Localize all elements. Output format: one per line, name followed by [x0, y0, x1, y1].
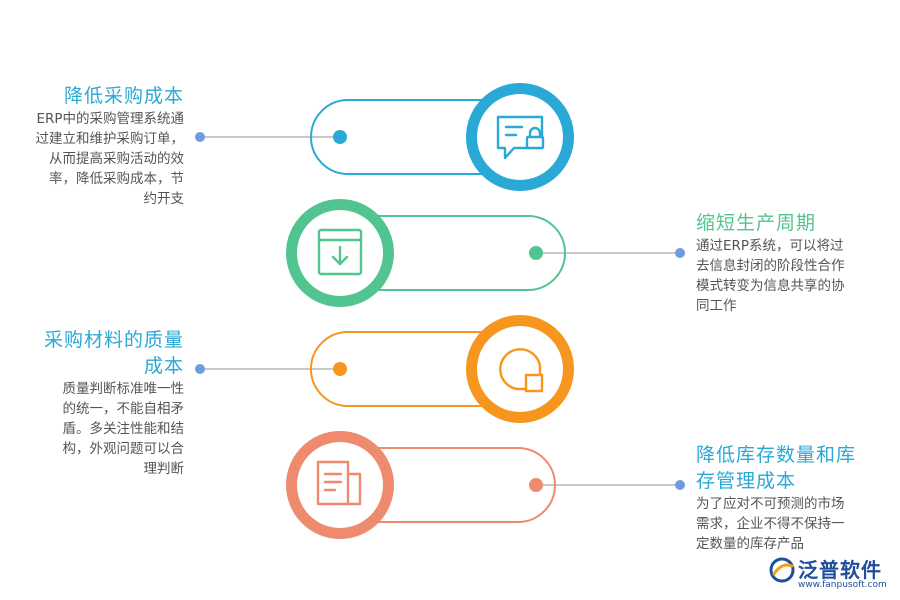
desc-1: ERP中的采购管理系统通 过建立和维护采购订单， 从而提高采购活动的效 率，降低…	[35, 111, 185, 207]
download-box-icon	[317, 228, 363, 276]
shape-square-icon	[499, 348, 544, 393]
step-3	[195, 315, 574, 423]
step-2	[286, 199, 685, 307]
title-3: 采购材料的质量 成本	[43, 329, 184, 377]
pill-outline-1	[310, 99, 520, 175]
desc-3: 质量判断标准唯一性 的统一，不能自相矛 盾。多关注性能和结 构，外观问题可以合 …	[62, 381, 185, 477]
icon-disc-3	[477, 326, 563, 412]
pill-dot-3	[333, 362, 347, 376]
text-block-4: 降低库存数量和库 存管理成本 为了应对不可预测的市场 需求，企业不得不保持一 定…	[696, 442, 892, 554]
icon-disc-4	[297, 442, 383, 528]
logo-name: 泛普软件	[798, 558, 882, 582]
desc-2: 通过ERP系统，可以将过 去信息封闭的阶段性合作 模式转变为信息共享的协 同工作	[696, 238, 845, 314]
logo-url: www.fanpusoft.com	[798, 580, 887, 590]
desc-4: 为了应对不可预测的市场 需求，企业不得不保持一 定数量的库存产品	[696, 496, 845, 552]
pill-dot-2	[529, 246, 543, 260]
pill-outline-4	[340, 447, 556, 523]
text-block-1: 降低采购成本 ERP中的采购管理系统通 过建立和维护采购订单， 从而提高采购活动…	[8, 83, 185, 209]
document-icon	[316, 460, 362, 506]
step-1	[195, 83, 574, 191]
chat-lock-icon	[496, 115, 545, 160]
pill-dot-1	[333, 130, 347, 144]
pill-dot-4	[529, 478, 543, 492]
connector-dot-2	[675, 248, 685, 258]
connector-dot-4	[675, 480, 685, 490]
step-4	[286, 431, 685, 539]
title-2: 缩短生产周期	[696, 212, 817, 234]
text-block-3: 采购材料的质量 成本 质量判断标准唯一性 的统一，不能自相矛 盾。多关注性能和结…	[8, 327, 184, 479]
pill-outline-3	[310, 331, 520, 407]
brand-logo: 泛普软件 www.fanpusoft.com	[768, 554, 894, 596]
title-1: 降低采购成本	[63, 85, 184, 107]
connector-dot-3	[195, 364, 205, 374]
connector-dot-1	[195, 132, 205, 142]
title-4: 降低库存数量和库 存管理成本	[696, 444, 857, 492]
icon-disc-1	[477, 94, 563, 180]
pill-outline-2	[340, 215, 566, 291]
text-block-2: 缩短生产周期 通过ERP系统，可以将过 去信息封闭的阶段性合作 模式转变为信息共…	[696, 210, 886, 316]
logo-mark-icon	[769, 557, 795, 583]
